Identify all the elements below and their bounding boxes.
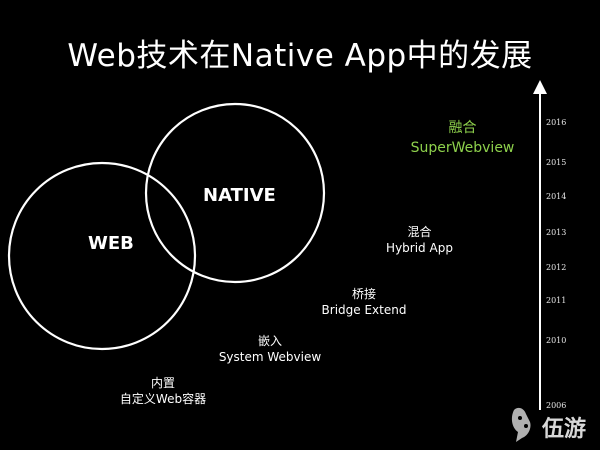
stage-en-label: SuperWebview — [410, 140, 515, 156]
axis-arrow-icon — [533, 80, 547, 94]
web-label: WEB — [88, 233, 134, 254]
stage-builtin-container: 内置 自定义Web容器 — [108, 375, 218, 407]
native-circle — [144, 102, 326, 284]
year-label: 2014 — [546, 192, 567, 201]
stage-en-label: Bridge Extend — [321, 303, 407, 317]
stage-bridge-extend: 桥接 Bridge Extend — [309, 286, 419, 318]
stage-cn-label: 内置 — [150, 376, 175, 390]
year-label: 2010 — [546, 336, 567, 345]
stage-cn-label: 嵌入 — [257, 334, 282, 348]
stage-en-label: System Webview — [218, 350, 322, 364]
year-label: 2012 — [546, 263, 567, 272]
stage-en-label: Hybrid App — [386, 241, 453, 255]
slide-title: Web技术在Native App中的发展 — [67, 38, 533, 74]
year-label: 2011 — [546, 296, 567, 305]
stage-cn-label: 融合 — [448, 120, 477, 136]
stage-superwebview: 融合 SuperWebview — [395, 118, 530, 158]
native-label: NATIVE — [203, 185, 276, 206]
stage-en-label: 自定义Web容器 — [119, 392, 207, 406]
stage-cn-label: 桥接 — [351, 287, 376, 301]
year-label: 2016 — [546, 118, 567, 127]
gamepad-logo-icon — [511, 407, 531, 442]
stage-cn-label: 混合 — [407, 225, 432, 239]
web-circle — [7, 161, 197, 351]
stage-system-webview: 嵌入 System Webview — [210, 333, 330, 365]
watermark-text: 伍游 — [542, 417, 587, 442]
year-label: 2006 — [546, 401, 567, 410]
stage-hybrid-app: 混合 Hybrid App — [372, 224, 467, 256]
year-label: 2013 — [546, 228, 567, 237]
year-label: 2015 — [546, 158, 567, 167]
